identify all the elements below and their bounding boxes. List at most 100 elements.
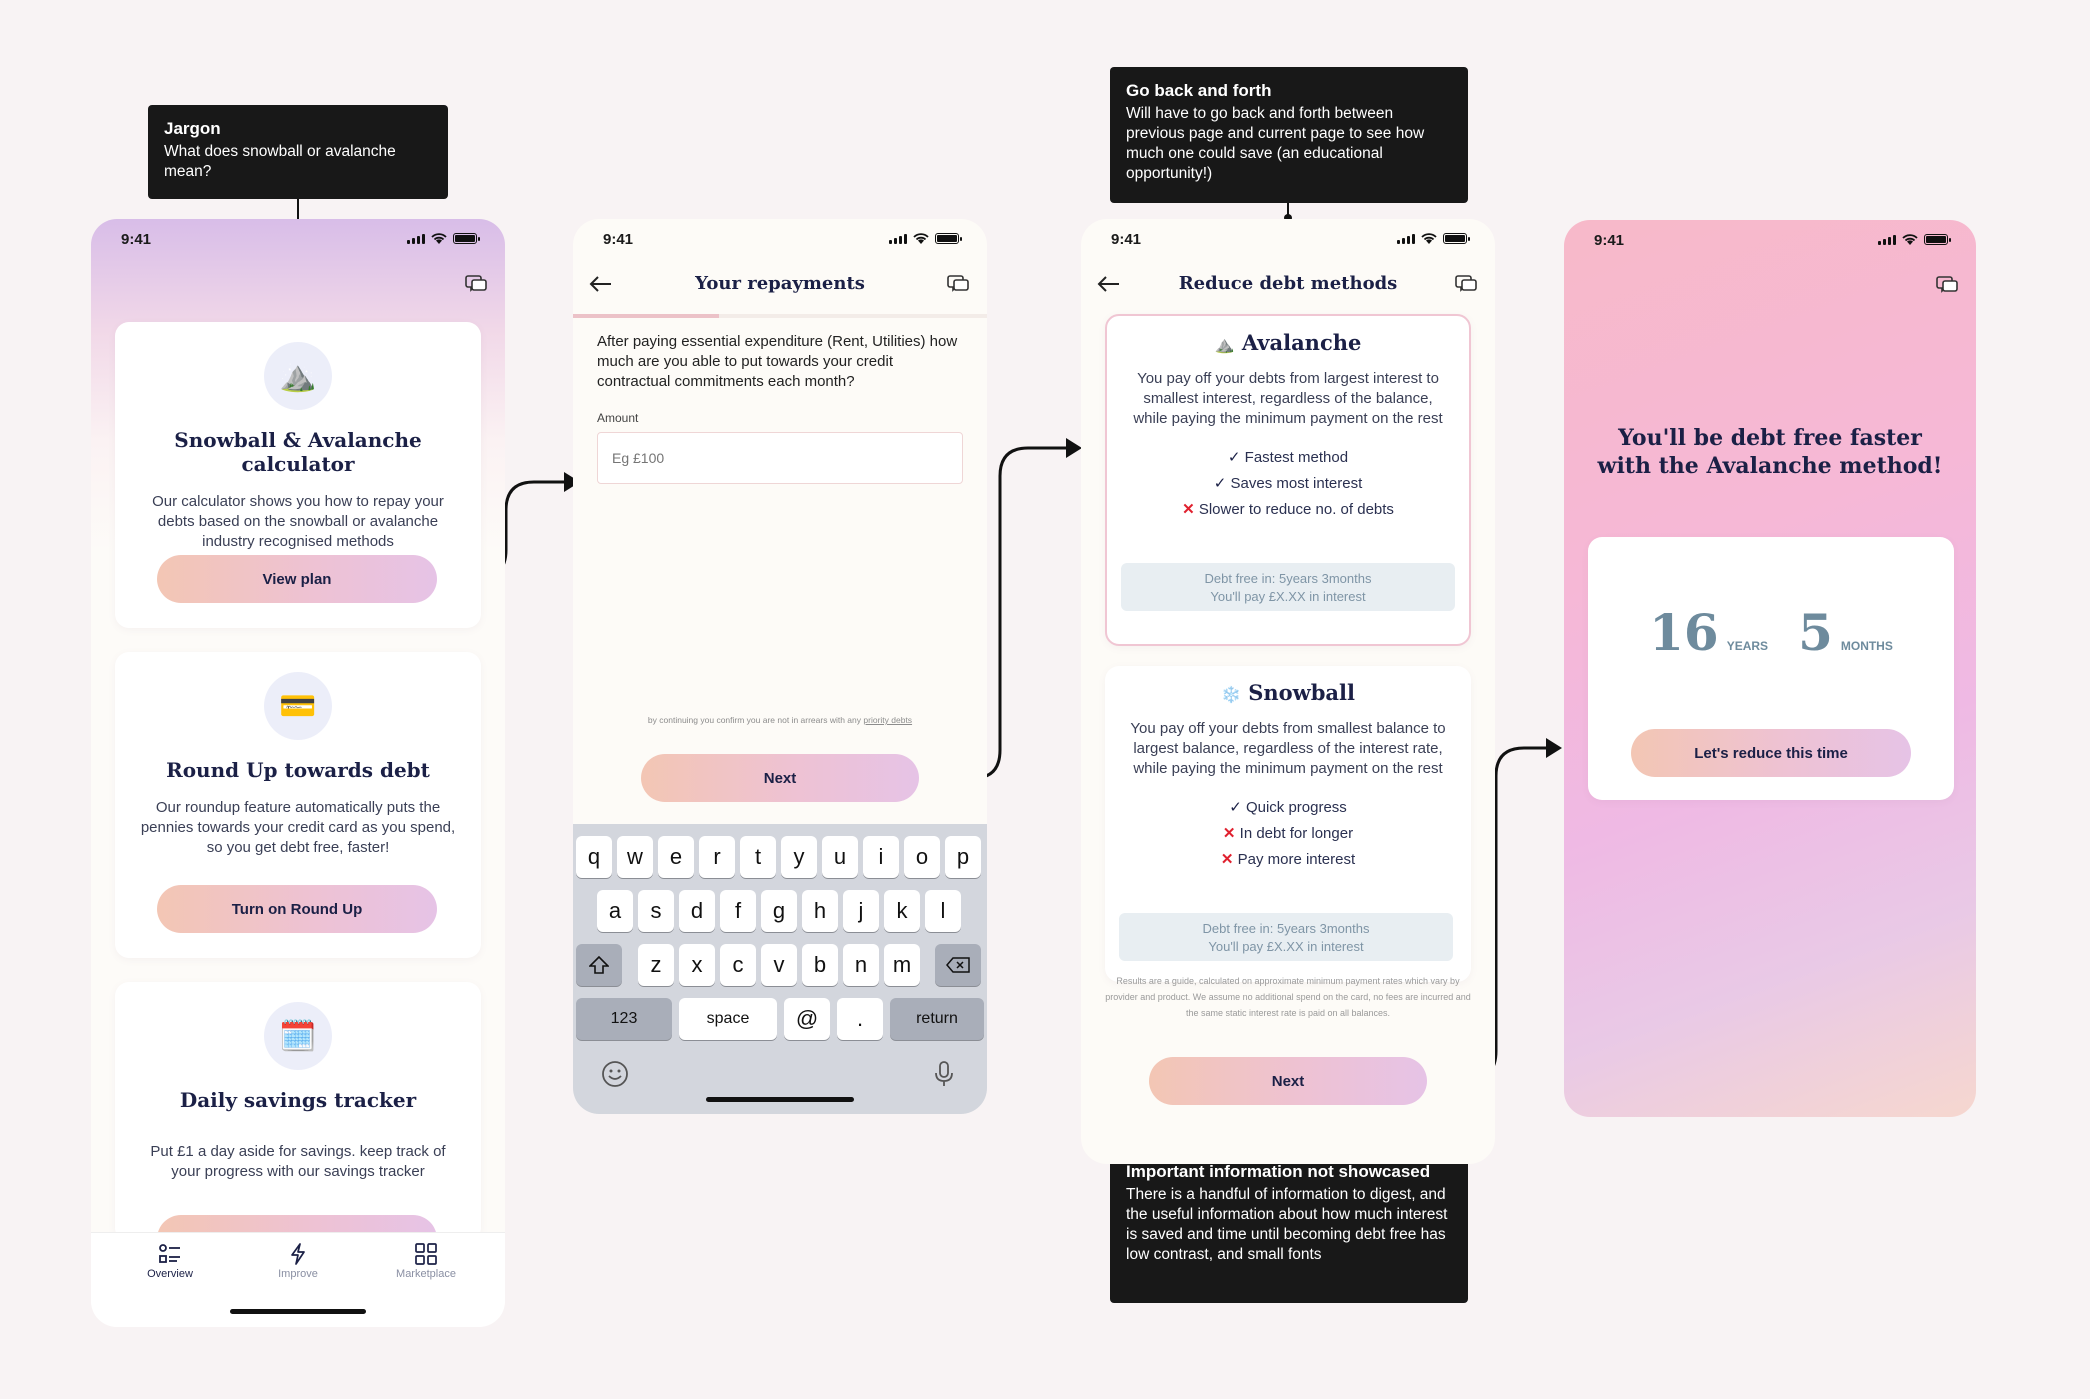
key-s[interactable]: s (638, 890, 674, 932)
annotation-important-info: Important information not showcased Ther… (1110, 1148, 1468, 1303)
card-description: Our calculator shows you how to repay yo… (152, 493, 444, 550)
wifi-icon (1421, 233, 1437, 244)
emoji-icon[interactable] (601, 1060, 629, 1088)
key-x[interactable]: x (679, 944, 715, 986)
key-p[interactable]: p (945, 836, 981, 878)
results-footnote: Results are a guide, calculated on appro… (1105, 976, 1471, 1018)
interest-amount: You'll pay £X.XX in interest (1210, 589, 1366, 604)
lightning-icon (291, 1243, 305, 1265)
status-icons (1397, 233, 1470, 244)
screen-reduce-debt-methods: 9:41 Reduce debt methods ⛰️ Avalanche Yo… (1081, 219, 1495, 1164)
point-text: Quick progress (1245, 799, 1347, 816)
key-b[interactable]: b (802, 944, 838, 986)
screen-result: 9:41 You'll be debt free faster with the… (1564, 220, 1976, 1117)
method-name: Snowball (1248, 680, 1355, 705)
chat-icon[interactable] (947, 275, 969, 293)
battery-icon (1924, 234, 1951, 245)
key-q[interactable]: q (576, 836, 612, 878)
key-k[interactable]: k (884, 890, 920, 932)
dot-key[interactable]: . (837, 998, 883, 1040)
years-label: YEARS (1726, 639, 1769, 653)
key-r[interactable]: r (699, 836, 735, 878)
microphone-icon[interactable] (933, 1060, 955, 1088)
key-g[interactable]: g (761, 890, 797, 932)
point-text: Slower to reduce no. of debts (1198, 501, 1394, 518)
progress-track (573, 314, 987, 318)
annotation-title: Jargon (164, 119, 221, 138)
key-u[interactable]: u (822, 836, 858, 878)
next-button[interactable]: Next (641, 754, 919, 802)
nav-overview[interactable]: Overview (135, 1243, 205, 1280)
shift-key[interactable] (576, 944, 622, 986)
headline-line-2: with the Avalanche method! (1597, 453, 1943, 479)
backspace-key[interactable] (935, 944, 981, 986)
key-c[interactable]: c (720, 944, 756, 986)
key-o[interactable]: o (904, 836, 940, 878)
numbers-key[interactable]: 123 (576, 998, 672, 1040)
method-title: ⛰️ Avalanche (1107, 330, 1469, 355)
debt-free-info: Debt free in: 5years 3months You'll pay … (1121, 563, 1455, 611)
snowball-card[interactable]: ❄️ Snowball You pay off your debts from … (1105, 666, 1471, 982)
annotation-body: There is a handful of information to dig… (1126, 1186, 1448, 1263)
next-button[interactable]: Next (1149, 1057, 1427, 1105)
nav-marketplace[interactable]: Marketplace (381, 1243, 471, 1280)
turn-on-round-up-button[interactable]: Turn on Round Up (157, 885, 437, 933)
point-item: ✕ In debt for longer (1105, 821, 1471, 847)
avalanche-card[interactable]: ⛰️ Avalanche You pay off your debts from… (1105, 314, 1471, 646)
battery-icon (1443, 233, 1470, 244)
status-time: 9:41 (603, 231, 634, 248)
headline-line-1: You'll be debt free faster (1618, 425, 1922, 451)
calculator-card: ⛰️ Snowball & Avalanche calculator Our c… (115, 322, 481, 628)
key-z[interactable]: z (638, 944, 674, 986)
point-item: ✓ Fastest method (1107, 445, 1469, 471)
back-arrow-icon[interactable] (1097, 275, 1121, 293)
notepad-icon: 🗓️ (264, 1002, 332, 1070)
chat-icon[interactable] (1936, 276, 1958, 294)
key-v[interactable]: v (761, 944, 797, 986)
key-a[interactable]: a (597, 890, 633, 932)
key-i[interactable]: i (863, 836, 899, 878)
key-m[interactable]: m (884, 944, 920, 986)
check-icon: ✓ (1227, 449, 1241, 466)
overview-icon (159, 1244, 180, 1263)
key-n[interactable]: n (843, 944, 879, 986)
points-list: ✓ Quick progress ✕ In debt for longer ✕ … (1105, 795, 1471, 873)
months-label: MONTHS (1840, 639, 1893, 653)
key-j[interactable]: j (843, 890, 879, 932)
back-arrow-icon[interactable] (589, 275, 613, 293)
result-card: 16 YEARS 5 MONTHS Let's reduce this time (1588, 537, 1954, 800)
point-item: ✓ Saves most interest (1107, 471, 1469, 497)
chat-icon[interactable] (465, 275, 487, 293)
card-description: Our roundup feature automatically puts t… (140, 799, 456, 856)
nav-improve[interactable]: Improve (263, 1243, 333, 1280)
backspace-icon (946, 957, 970, 973)
signal-icon (1878, 234, 1896, 245)
battery-icon (935, 233, 962, 244)
return-key[interactable]: return (890, 998, 984, 1040)
interest-amount: You'll pay £X.XX in interest (1208, 939, 1364, 954)
key-y[interactable]: y (781, 836, 817, 878)
key-l[interactable]: l (925, 890, 961, 932)
key-h[interactable]: h (802, 890, 838, 932)
key-e[interactable]: e (658, 836, 694, 878)
key-d[interactable]: d (679, 890, 715, 932)
method-description: You pay off your debts from smallest bal… (1130, 720, 1446, 777)
point-item: ✕ Slower to reduce no. of debts (1107, 497, 1469, 523)
key-t[interactable]: t (740, 836, 776, 878)
amount-input[interactable] (597, 432, 963, 484)
key-w[interactable]: w (617, 836, 653, 878)
at-key[interactable]: @ (784, 998, 830, 1040)
chat-icon[interactable] (1455, 275, 1477, 293)
priority-debts-link[interactable]: priority debts (863, 715, 913, 725)
method-description: You pay off your debts from largest inte… (1133, 370, 1443, 427)
view-plan-button[interactable]: View plan (157, 555, 437, 603)
time-readout: 16 YEARS 5 MONTHS (1588, 603, 1954, 662)
progress-fill (573, 314, 719, 318)
bottom-nav: Overview Improve Marketplace (91, 1232, 505, 1327)
card-title: Snowball & Avalanche calculator (174, 428, 422, 476)
reduce-time-button[interactable]: Let's reduce this time (1631, 729, 1911, 777)
grid-icon (415, 1243, 437, 1265)
space-key[interactable]: space (679, 998, 777, 1040)
screen-overview: 9:41 ⛰️ Snowball & Avalanche calculator … (91, 219, 505, 1327)
key-f[interactable]: f (720, 890, 756, 932)
